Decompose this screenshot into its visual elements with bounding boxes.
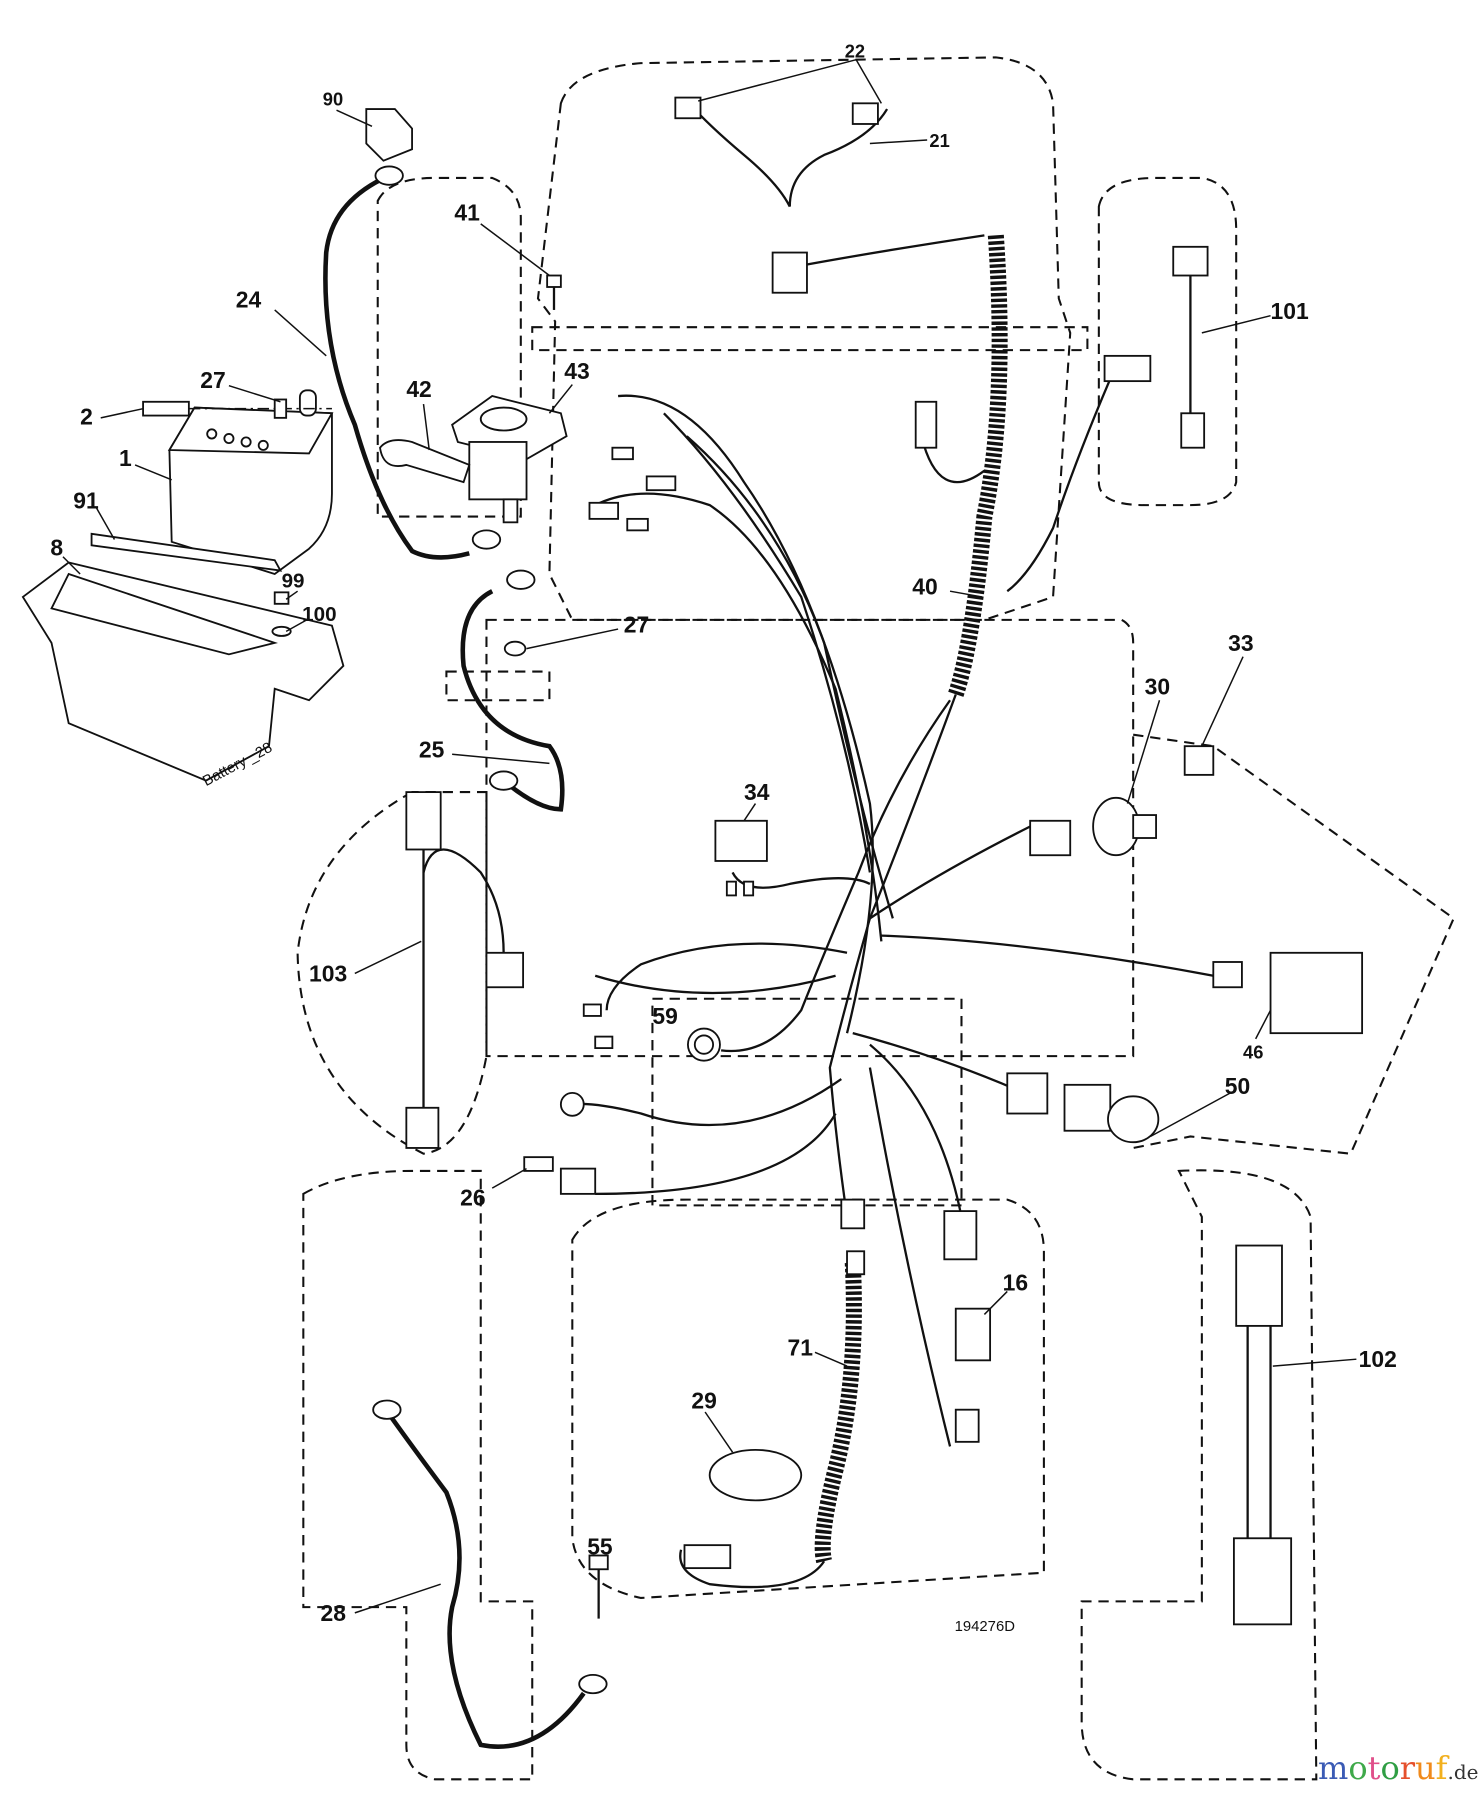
lamp-59 [687,1027,721,1062]
cable-25 [460,589,565,812]
key-switch-30 [1092,796,1157,857]
bolt-41 [546,274,562,310]
switch-34 [714,819,768,862]
battery-tray [21,561,345,782]
callout-100: 100 [302,603,336,626]
callout-26: 26 [460,1184,485,1210]
switch-33 [1183,745,1215,776]
callout-55: 55 [587,1533,613,1559]
callout-28: 28 [320,1600,346,1626]
callout-90: 90 [323,89,343,110]
harness-103 [405,791,525,1149]
watermark-letter: u [1415,1749,1436,1787]
battery-strap [90,532,283,572]
callout-2: 2 [80,404,93,430]
callout-59: 59 [652,1003,677,1029]
watermark-letter: t [1367,1749,1381,1787]
callout-71: 71 [788,1335,814,1361]
callout-101: 101 [1271,298,1309,324]
callout-leaders [62,58,1357,1614]
relay-16 [954,1307,992,1362]
watermark-letter: o [1348,1749,1368,1787]
switch-29 [708,1448,803,1502]
callout-27b: 27 [624,611,649,637]
harness-101 [1172,245,1209,449]
battery [167,389,334,575]
callout-29: 29 [691,1388,716,1414]
watermark-text: motoruf [1318,1749,1447,1787]
drawing-number: 194276D [955,1619,1016,1635]
wiring-harness [523,96,1243,1589]
watermark-letter: m [1318,1749,1349,1787]
callout-41: 41 [454,199,480,225]
watermark-letter: o [1380,1749,1400,1787]
starter-solenoid [451,395,568,524]
terminal-cover-90 [365,108,413,162]
callout-25: 25 [419,737,445,763]
callout-102: 102 [1359,1346,1397,1372]
callout-labels: 22 21 90 41 24 27 2 42 43 1 91 8 99 100 … [50,40,1396,1626]
callout-43: 43 [564,358,589,384]
callout-27a: 27 [200,367,225,393]
boot-42 [379,439,471,484]
callout-99: 99 [282,570,305,593]
cable-24 [323,173,470,560]
callout-16: 16 [1003,1269,1028,1295]
callout-30: 30 [1145,673,1170,699]
callout-8: 8 [50,535,63,561]
tractor-outline [296,56,1455,1781]
callout-103: 103 [309,960,347,986]
callout-22: 22 [845,40,865,61]
harness-102 [1232,1244,1293,1626]
cable-28 [387,1412,586,1749]
callout-21: 21 [929,130,949,151]
callout-24: 24 [236,287,262,313]
light-switch-46 [1269,951,1364,1035]
callout-50: 50 [1225,1073,1250,1099]
battery-bolt [142,398,332,419]
callout-40: 40 [912,574,937,600]
callout-46: 46 [1243,1041,1263,1062]
callout-91: 91 [73,488,99,514]
watermark-letter: f [1435,1749,1448,1787]
watermark-suffix: .de [1447,1760,1479,1784]
bolt-55 [588,1554,609,1619]
switch-50 [1063,1083,1160,1144]
watermark-logo: motoruf.de [1318,1752,1478,1784]
callout-34: 34 [744,779,770,805]
nut-27 [503,640,527,657]
callout-42: 42 [406,376,431,402]
callout-33: 33 [1228,630,1253,656]
watermark-letter: r [1399,1749,1416,1787]
callout-1: 1 [119,445,132,471]
